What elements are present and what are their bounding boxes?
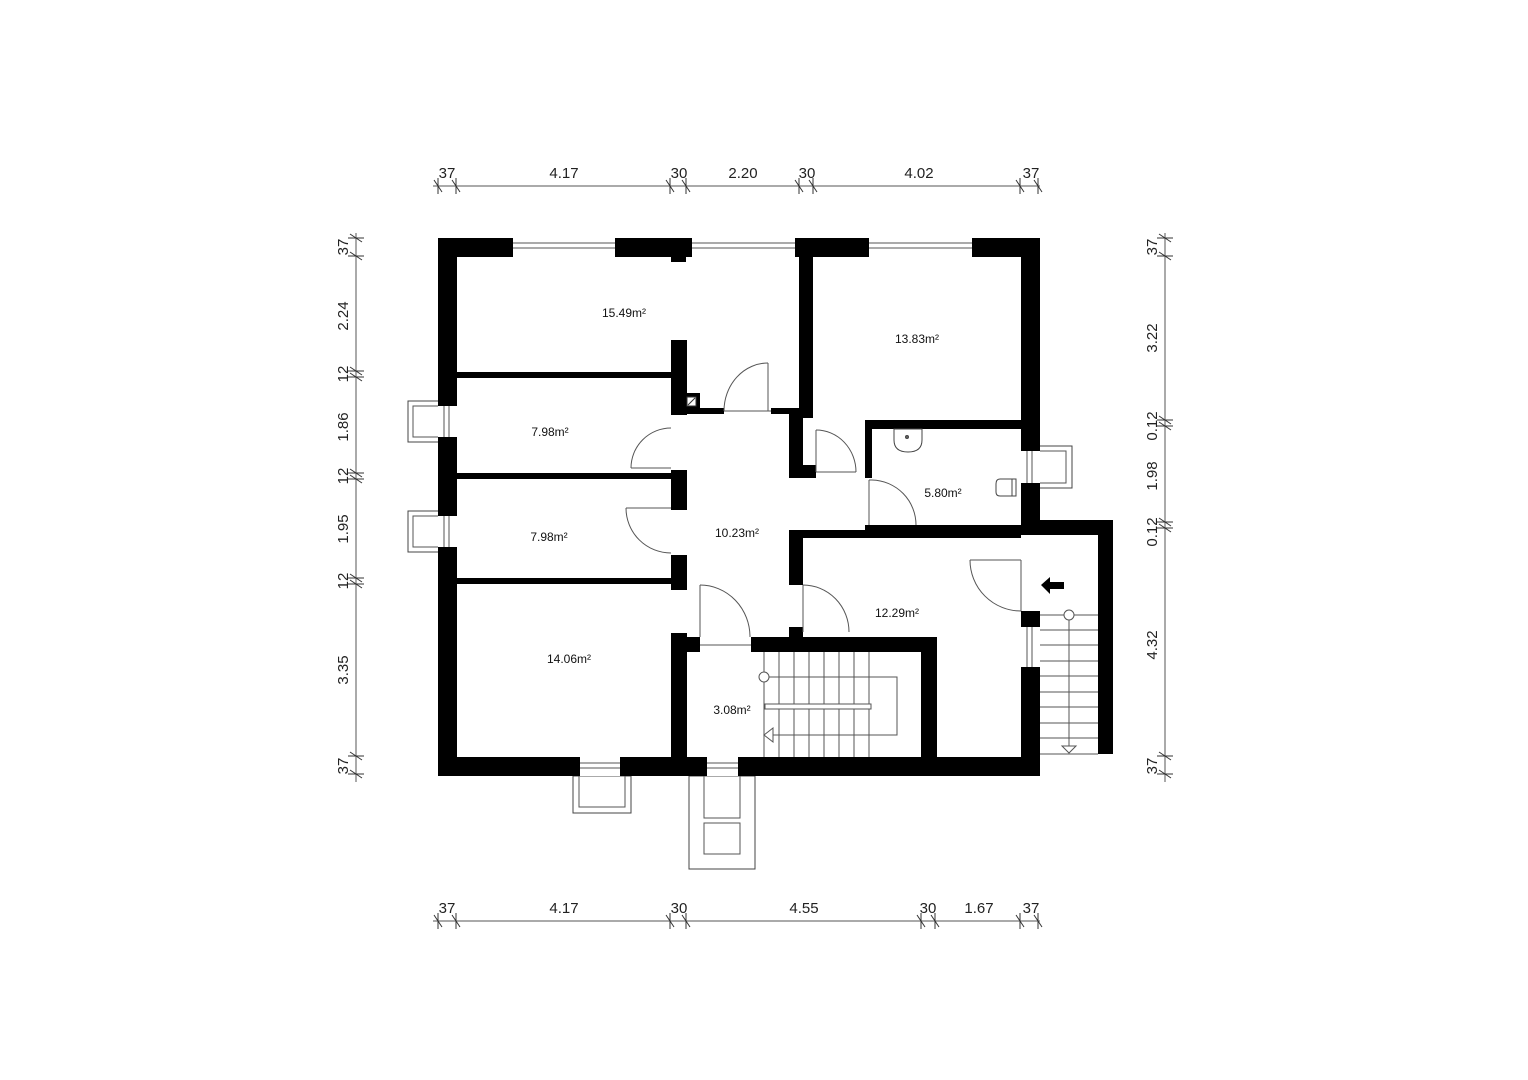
arrow-left-icon — [1041, 577, 1064, 594]
dim-right-3: 1.98 — [1144, 461, 1161, 490]
room-label-5-80: 5.80m² — [924, 486, 961, 500]
window-bottom-2 — [707, 757, 738, 776]
toilet-icon — [995, 478, 1017, 497]
room-label-12-29: 12.29m² — [875, 606, 919, 620]
washbasin-icon — [893, 428, 923, 453]
walls — [438, 238, 1113, 776]
dim-top-1: 4.17 — [549, 165, 578, 182]
bathroom-fixtures — [893, 428, 1017, 497]
dim-right-2: 0.12 — [1144, 411, 1161, 440]
dim-left-4: 12 — [335, 468, 352, 485]
dim-bottom-5: 1.67 — [964, 900, 993, 917]
room-label-7-98-a: 7.98m² — [531, 425, 568, 439]
window-right-stair — [1021, 627, 1040, 667]
dim-right-0: 37 — [1144, 239, 1161, 256]
dim-left-7: 3.35 — [335, 655, 352, 684]
room-label-15-49: 15.49m² — [602, 306, 646, 320]
room-label-3-08: 3.08m² — [713, 703, 750, 717]
doors — [625, 362, 1040, 652]
room-label-10-23: 10.23m² — [715, 526, 759, 540]
dim-right-1: 3.22 — [1144, 323, 1161, 352]
exterior-staircase — [1040, 609, 1098, 755]
window-left-1 — [438, 406, 457, 437]
dim-left-1: 2.24 — [335, 301, 352, 330]
dim-bottom-2: 30 — [671, 900, 688, 917]
room-labels: 15.49m² 13.83m² 7.98m² 7.98m² 10.23m² 5.… — [530, 306, 961, 717]
dimension-chain-bottom: 37 4.17 30 4.55 30 1.67 37 — [433, 900, 1043, 929]
dim-left-3: 1.86 — [335, 412, 352, 441]
window-left-2 — [438, 516, 457, 547]
room-label-14-06: 14.06m² — [547, 652, 591, 666]
dim-bottom-1: 4.17 — [549, 900, 578, 917]
interior-staircase — [758, 652, 898, 757]
exterior-elements — [407, 400, 1073, 870]
dim-top-3: 2.20 — [728, 165, 757, 182]
dim-bottom-3: 4.55 — [789, 900, 818, 917]
dim-right-6: 37 — [1144, 758, 1161, 775]
room-label-7-98-b: 7.98m² — [530, 530, 567, 544]
window-right-bath — [1021, 451, 1040, 483]
dim-top-0: 37 — [439, 165, 456, 182]
dim-top-4: 30 — [799, 165, 816, 182]
dim-left-6: 12 — [335, 573, 352, 590]
dim-bottom-6: 37 — [1023, 900, 1040, 917]
dim-bottom-0: 37 — [439, 900, 456, 917]
dimension-chain-top: 37 4.17 30 2.20 30 4.02 37 — [433, 165, 1043, 194]
window-bottom-1 — [580, 757, 620, 776]
dimension-chain-left: 37 2.24 12 1.86 12 1.95 12 3.35 37 — [335, 233, 364, 782]
windows — [438, 238, 1040, 776]
dim-top-5: 4.02 — [904, 165, 933, 182]
dimension-chain-right: 37 3.22 0.12 1.98 0.12 4.32 37 — [1144, 233, 1173, 782]
dim-left-0: 37 — [335, 239, 352, 256]
dim-left-5: 1.95 — [335, 514, 352, 543]
dim-right-5: 4.32 — [1144, 630, 1161, 659]
dim-right-4: 0.12 — [1144, 517, 1161, 546]
dim-top-2: 30 — [671, 165, 688, 182]
dim-top-6: 37 — [1023, 165, 1040, 182]
room-label-13-83: 13.83m² — [895, 332, 939, 346]
triangle-marker-icon — [763, 726, 774, 744]
dim-bottom-4: 30 — [920, 900, 937, 917]
dim-left-8: 37 — [335, 758, 352, 775]
dim-left-2: 12 — [335, 366, 352, 383]
circle-marker-icon — [758, 671, 770, 683]
